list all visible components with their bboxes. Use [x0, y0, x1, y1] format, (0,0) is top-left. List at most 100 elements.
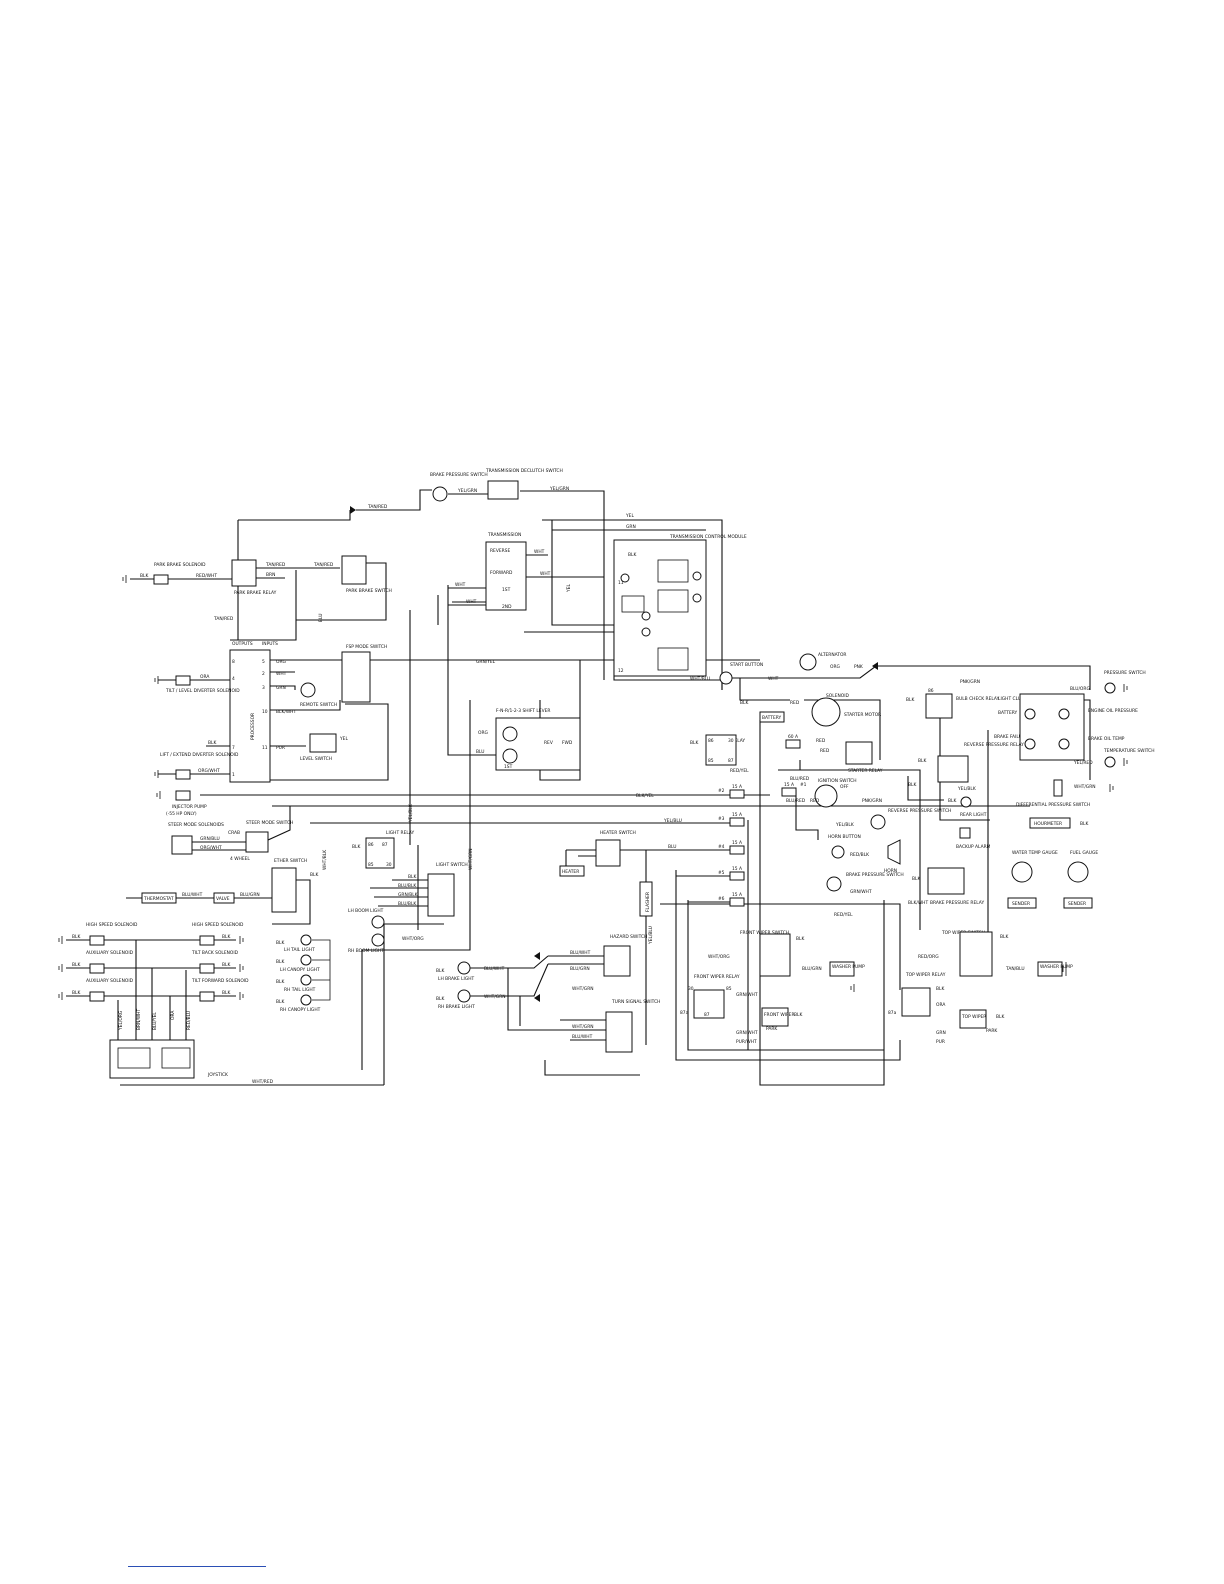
rh-canopy-light [300, 994, 312, 1006]
wire-label: BLK [436, 996, 444, 1002]
top-wiper-switch [959, 931, 993, 977]
hourmeter-label: HOURMETER [1034, 821, 1062, 827]
wire-label: GRN/WHT [736, 1030, 758, 1036]
wire-label: BLK [222, 934, 230, 940]
reverse-pressure-relay [937, 755, 969, 783]
reverse-label: REVERSE [490, 548, 510, 554]
wire-label: BLK [1000, 934, 1008, 940]
processor-label: PROCESSOR [250, 713, 256, 740]
horn-label: HORN [884, 868, 897, 874]
steer-mode-solenoids-label: STEER MODE SOLENOIDS [168, 822, 224, 828]
wire-label: RED [820, 748, 830, 754]
ether-switch [271, 867, 297, 913]
ground-icon [239, 936, 244, 944]
wire-label: YEL/BLK [957, 786, 976, 792]
wire-label: RED/WHT [196, 573, 217, 579]
hourmeter [1029, 817, 1071, 829]
wire-label: WHT [466, 599, 477, 605]
brake-pressure-switch-2 [826, 876, 842, 892]
wire-label: RED [790, 700, 800, 706]
transmission-control-module [613, 539, 707, 677]
park-brake-relay-label: PARK BRAKE RELAY [234, 590, 277, 596]
starter-relay-label: STARTER RELAY [848, 768, 883, 774]
diode-icon [534, 952, 540, 960]
tcm-label: TRANSMISSION CONTROL MODULE [669, 534, 747, 540]
pressure-switch-label: PRESSURE SWITCH [1104, 670, 1146, 676]
wire-label: BLK [140, 573, 148, 579]
rh-boom-light [371, 933, 385, 947]
first-label: 1ST [504, 764, 513, 770]
relay-coil-icon [641, 611, 651, 621]
wire-label: WHT/GRN [484, 994, 506, 1000]
washer-pump-label: WASHER PUMP [832, 964, 865, 970]
joystick-label: JOYSTICK [207, 1072, 228, 1078]
relay-coil-icon [641, 627, 651, 637]
first-label: 1ST [502, 587, 511, 593]
wire-label: TAN/RED [367, 504, 388, 510]
forward-label: FORWARD [490, 570, 513, 576]
lh-tail-light-label: LH TAIL LIGHT [284, 947, 315, 953]
wire-label: BLU/RED [790, 776, 810, 782]
flasher-label: FLASHER [645, 892, 651, 912]
front-wiper-switch [759, 933, 791, 977]
wire-label: WHT/ORG [708, 954, 730, 960]
fuse-label: 15 A [732, 784, 742, 790]
outputs-label: OUTPUTS [232, 641, 253, 647]
pin-label: 87 [382, 842, 388, 848]
fuse-label: 15 A [784, 782, 794, 788]
battery-label: BATTERY [762, 715, 782, 721]
steer-group: INJECTOR PUMP (-55 HP ONLY) STEER MODE S… [126, 790, 318, 925]
fuse-6 [729, 897, 745, 907]
shift-lever-group: F-N-R/1-2-3 SHIFT LEVER 1ST REV FWD ORG … [476, 708, 581, 771]
fuse-number: #1 [800, 782, 807, 788]
lh-boom-light-label: LH BOOM LIGHT [348, 908, 384, 914]
wire-label: TAN/BLU [1005, 966, 1025, 972]
temperature-switch-label: TEMPERATURE SWITCH [1103, 748, 1155, 754]
lh-canopy-light-label: LH CANOPY LIGHT [280, 967, 320, 973]
wire-label: BLK [996, 1014, 1004, 1020]
hazard-switch [603, 945, 631, 977]
wire-label: WHT/GRN [1074, 784, 1096, 790]
differential-pressure-switch-label: DIFFERENTIAL PRESSURE SWITCH [1016, 802, 1090, 808]
park-brake-switch-label: PARK BRAKE SWITCH [346, 588, 392, 594]
pin-label: 11 [618, 580, 624, 586]
fuse-2 [729, 789, 745, 799]
shift-lever-label: F-N-R/1-2-3 SHIFT LEVER [496, 708, 550, 714]
inputs-label: INPUTS [262, 641, 278, 647]
wire-label: BLK [222, 962, 230, 968]
ground-icon [1123, 684, 1128, 692]
front-wiper [761, 1007, 789, 1027]
wire-label: BLK [948, 798, 956, 804]
auxiliary-solenoid-2 [89, 991, 105, 1002]
alternator-label: ALTERNATOR [818, 652, 847, 658]
light-switch-label: LIGHT SWITCH [436, 862, 468, 868]
ground-icon [1123, 758, 1128, 766]
park-label: PARK [766, 1026, 777, 1032]
pin-label: 85 [726, 986, 732, 992]
brake-pressure-switch [432, 486, 448, 502]
ignition-switch [814, 784, 838, 808]
rh-tail-light-label: RH TAIL LIGHT [284, 987, 316, 993]
wire-label: BLK [352, 844, 360, 850]
declutch-group: BRAKE PRESSURE SWITCH YEL/GRN TRANSMISSI… [350, 468, 569, 514]
off-label: OFF [840, 784, 849, 790]
fuse-label: 15 A [732, 892, 742, 898]
injector-note-label: (-55 HP ONLY) [166, 811, 197, 817]
wire-label: PNK/GRN [960, 679, 980, 685]
injector-pump [175, 790, 191, 801]
wire-label: BLK [908, 782, 916, 788]
wire-label: GRN/WHT [736, 992, 758, 998]
wire-label: YEL [339, 736, 348, 742]
wire-label: BLK [208, 740, 216, 746]
wire-harness [120, 489, 1091, 1086]
wire-label: PUR [276, 745, 285, 751]
fuse-number: #5 [718, 870, 725, 876]
fuel-sender [1063, 897, 1093, 909]
relay-coil-icon [620, 573, 630, 583]
fuse-5 [729, 871, 745, 881]
light-relay [365, 837, 395, 869]
declutch-switch [487, 480, 519, 500]
fuse-number: #3 [718, 816, 725, 822]
heater [559, 865, 585, 877]
wire-label: BRN [266, 572, 275, 578]
